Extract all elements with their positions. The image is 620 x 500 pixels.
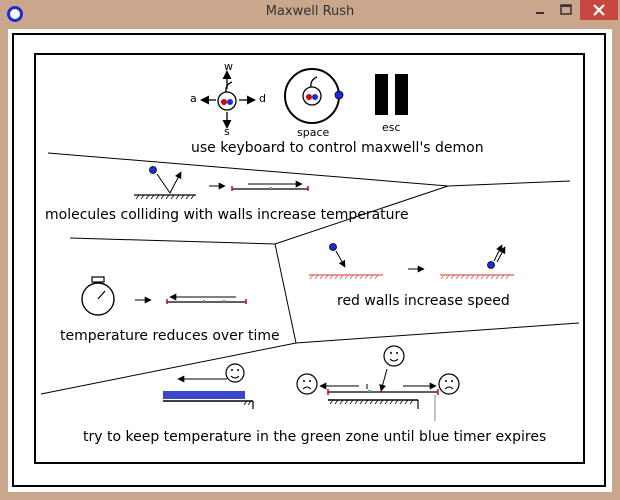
minimize-button[interactable] (527, 0, 553, 20)
maximize-button[interactable] (553, 0, 579, 20)
timer-bar (163, 391, 245, 399)
molecule-icon (149, 166, 157, 174)
demon-icon (217, 91, 237, 111)
wall-bounce-diagram (134, 166, 309, 200)
green-zone-diagram (296, 345, 460, 421)
goal-caption: try to keep temperature in the green zon… (83, 429, 547, 445)
controls-caption: use keyboard to control maxwell's demon (191, 140, 484, 156)
window-title: Maxwell Rush (265, 4, 355, 19)
time-caption: temperature reduces over time (60, 328, 280, 344)
instructions-art (40, 68, 580, 421)
key-a-label: a (190, 92, 197, 105)
timer-diagram (163, 363, 254, 409)
happy-face-icon (383, 345, 405, 367)
maximize-icon (560, 4, 572, 15)
red-walls-caption: red walls increase speed (337, 293, 510, 309)
close-icon (593, 4, 605, 16)
instructions-panel (34, 53, 585, 464)
key-d-label: d (259, 92, 266, 105)
red-wall-diagram (309, 243, 514, 280)
app-circle-icon (7, 6, 23, 22)
demon-space-diagram (284, 68, 344, 124)
section-dividers (40, 152, 580, 395)
outer-border (12, 33, 606, 487)
stopwatch-icon (81, 276, 247, 316)
title-bar[interactable]: Maxwell Rush (0, 0, 620, 28)
happy-face-icon (225, 363, 245, 383)
key-space-label: space (297, 126, 330, 139)
game-canvas[interactable]: w a d s space esc use keyboard to contro… (8, 29, 612, 492)
key-s-label: s (224, 125, 230, 138)
sad-face-icon (438, 373, 460, 395)
close-button[interactable] (580, 0, 618, 20)
minimize-icon (536, 12, 544, 14)
demon-wasd-diagram (200, 70, 256, 129)
sad-face-icon (296, 373, 318, 395)
key-w-label: w (224, 60, 233, 73)
key-esc-label: esc (382, 121, 401, 134)
pause-icon (375, 74, 408, 115)
wall-collision-caption: molecules colliding with walls increase … (45, 207, 409, 223)
